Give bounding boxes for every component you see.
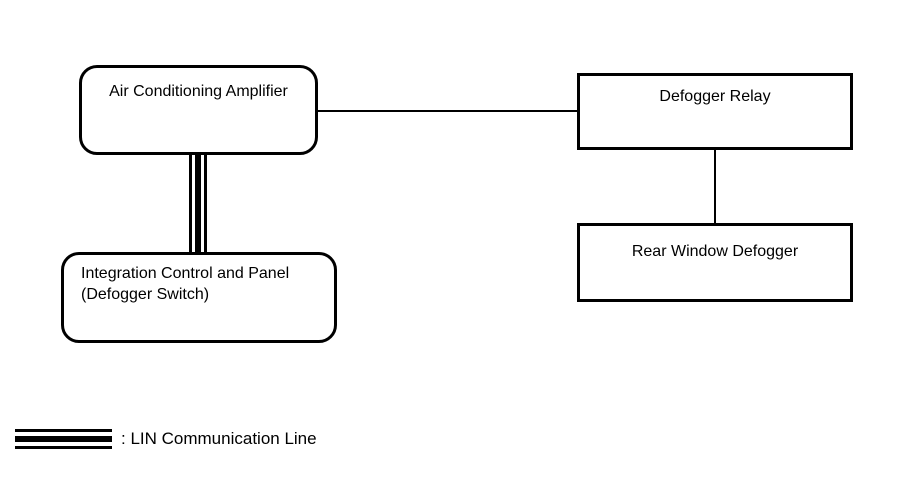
box-integration-control-panel: Integration Control and Panel (Defogger … (61, 252, 337, 343)
wire-relay-to-rear-defogger (714, 150, 716, 223)
lin-symbol-thin-bar (15, 429, 112, 432)
lin-symbol-thin-bar (15, 446, 112, 449)
integration-control-panel-label-line1: Integration Control and Panel (81, 265, 290, 282)
lin-line-thin-bar (189, 155, 192, 252)
lin-communication-line (189, 155, 207, 252)
lin-symbol-thick-bar (15, 436, 112, 442)
wire-amplifier-to-relay (318, 110, 577, 112)
air-conditioning-amplifier-label: Air Conditioning Amplifier (109, 83, 288, 100)
legend: : LIN Communication Line (15, 429, 317, 449)
box-air-conditioning-amplifier: Air Conditioning Amplifier (79, 65, 318, 155)
defogger-relay-label: Defogger Relay (659, 88, 771, 105)
rear-window-defogger-label: Rear Window Defogger (631, 243, 799, 260)
integration-control-panel-label-line2: (Defogger Switch) (81, 286, 210, 303)
lin-triple-line-icon (15, 429, 112, 449)
lin-line-thick-bar (195, 155, 201, 252)
box-defogger-relay: Defogger Relay (577, 73, 853, 150)
box-rear-window-defogger: Rear Window Defogger (577, 223, 853, 302)
lin-line-thin-bar (204, 155, 207, 252)
legend-label: : LIN Communication Line (121, 429, 317, 448)
